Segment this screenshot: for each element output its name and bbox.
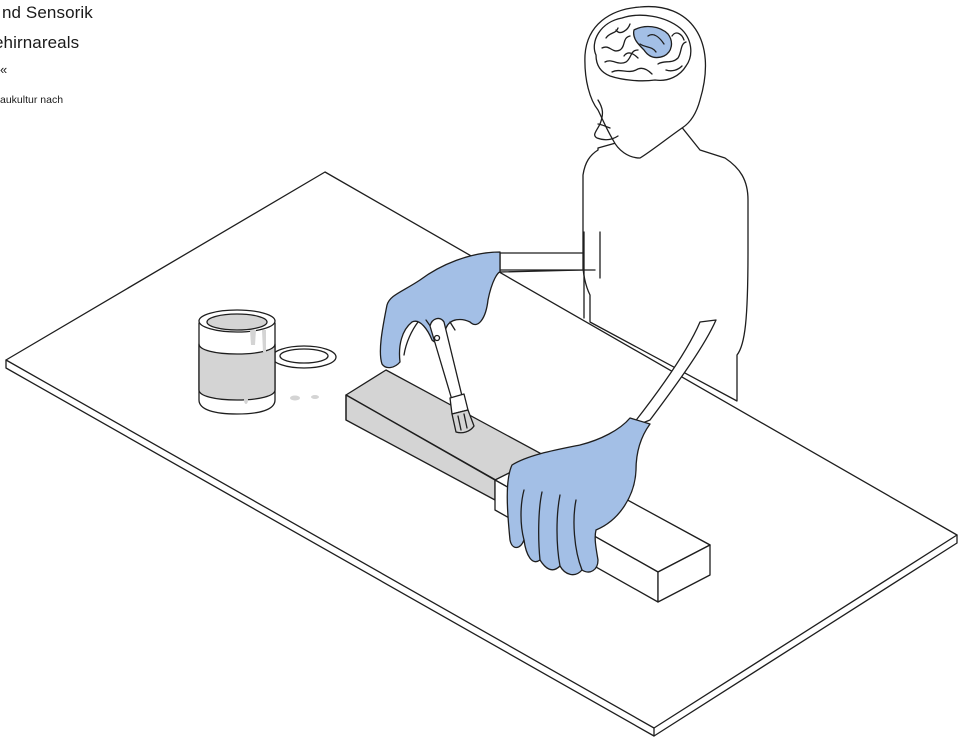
brain xyxy=(594,15,691,81)
paint-splatter-2 xyxy=(311,395,319,399)
paint-can-paint xyxy=(207,314,267,330)
paint-splatter-3 xyxy=(244,396,248,404)
brush-handle-hole xyxy=(435,336,440,341)
paint-splatter-1 xyxy=(290,396,300,401)
upper-arm-back xyxy=(500,253,583,272)
